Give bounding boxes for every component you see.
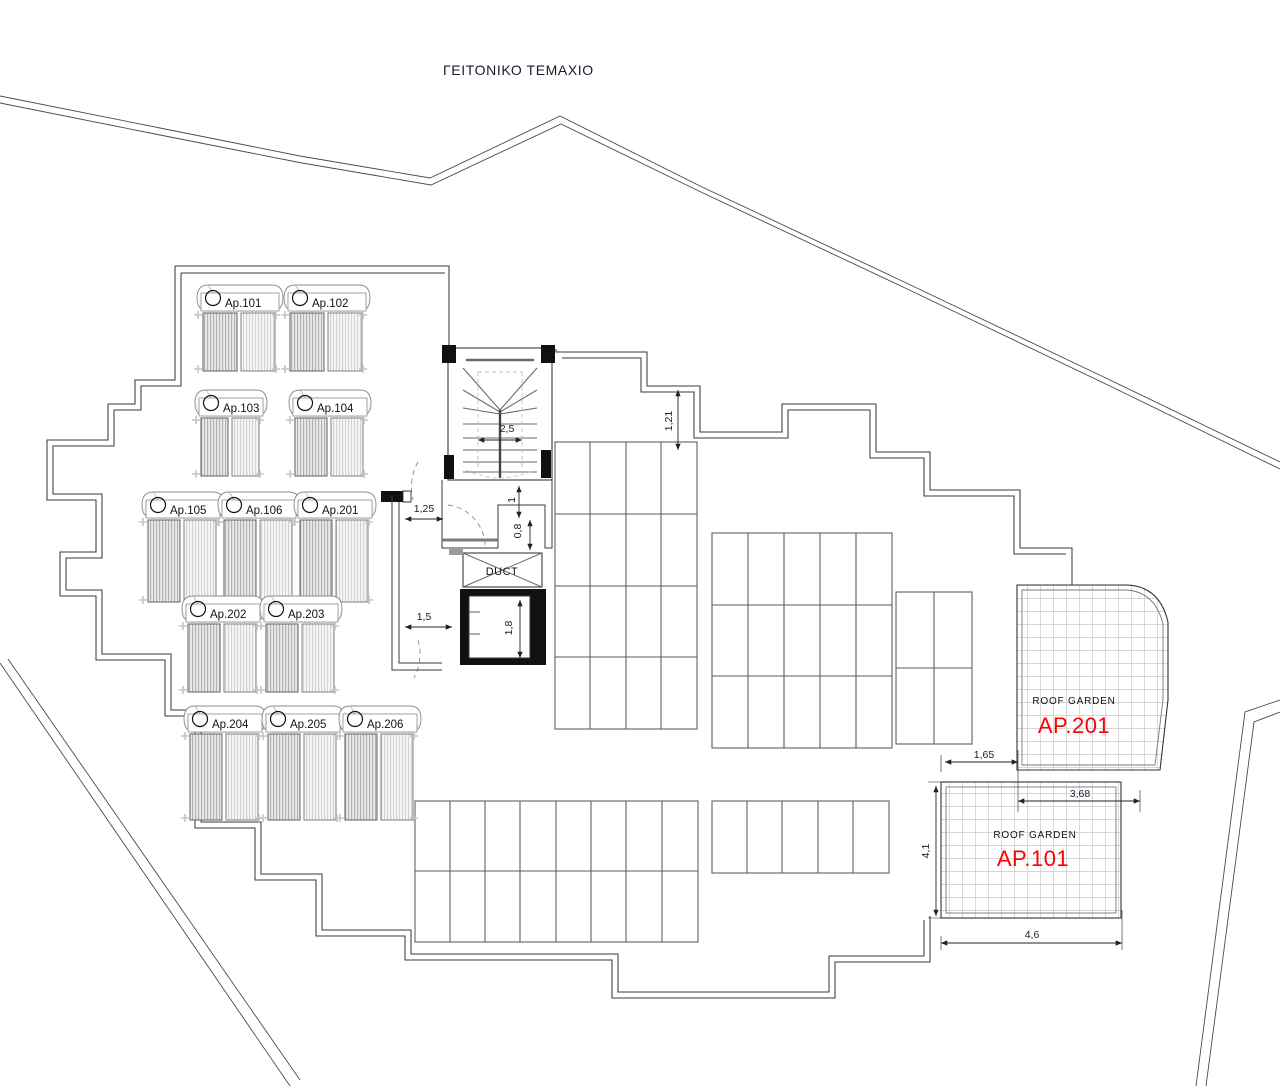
solar-heater-ap-203[interactable]: Ap.203 xyxy=(257,595,343,694)
solar-heater-label: Ap.201 xyxy=(322,505,358,517)
solar-heater-label: Ap.102 xyxy=(312,298,348,310)
dimension-value: 4,6 xyxy=(1025,929,1040,941)
dimension-value: 1,21 xyxy=(663,411,675,432)
solar-heater-label: Ap.105 xyxy=(170,505,206,517)
site-boundary-north xyxy=(0,95,1280,470)
roof-garden-unit: AP.201 xyxy=(1038,713,1110,738)
duct-label: DUCT xyxy=(486,566,519,578)
dimension-value: 3,68 xyxy=(1070,788,1091,800)
solar-heater-ap-204[interactable]: Ap.204 xyxy=(181,705,267,822)
solar-heater-label: Ap.203 xyxy=(288,609,324,621)
solar-heater-ap-104[interactable]: Ap.104 xyxy=(286,389,372,478)
roof-slab-grid-right-small xyxy=(895,591,973,745)
roof-garden-unit: AP.101 xyxy=(997,846,1069,871)
solar-heater-label: Ap.101 xyxy=(225,298,261,310)
dimension-value: 2,5 xyxy=(500,423,515,435)
solar-heater-label: Ap.106 xyxy=(246,505,282,517)
solar-heater-label: Ap.205 xyxy=(290,719,326,731)
roof-slab-grid-lower-right xyxy=(711,800,890,874)
dimension-value: 0,8 xyxy=(512,524,524,539)
roof-garden-title: ROOF GARDEN xyxy=(1032,696,1115,707)
building-outer-wall xyxy=(46,265,1073,999)
plan-title: ΓΕΙΤΟΝΙΚΟ ΤΕΜΑΧΙΟ xyxy=(443,62,594,78)
roof-slab-grid-upper-left xyxy=(554,441,698,730)
solar-heater-label: Ap.204 xyxy=(212,719,249,731)
solar-heater-ap-101[interactable]: Ap.101 xyxy=(194,284,284,373)
solar-heater-ap-106[interactable]: Ap.106 xyxy=(215,491,301,604)
solar-heater-ap-201[interactable]: Ap.201 xyxy=(291,491,377,604)
solar-heater-ap-103[interactable]: Ap.103 xyxy=(192,389,268,478)
solar-heater-ap-102[interactable]: Ap.102 xyxy=(281,284,371,373)
dimension-value: 1 xyxy=(506,497,518,503)
solar-heater-ap-206[interactable]: Ap.206 xyxy=(336,705,422,822)
solar-heater-label: Ap.104 xyxy=(317,403,354,415)
roof-slab-grid-upper-right xyxy=(711,532,893,749)
solar-heater-ap-202[interactable]: Ap.202 xyxy=(179,595,265,694)
roof-garden-ap101 xyxy=(940,781,1122,919)
solar-heater-label: Ap.202 xyxy=(210,609,246,621)
roof-garden-title: ROOF GARDEN xyxy=(993,830,1076,841)
site-boundary-southeast xyxy=(1195,699,1280,1086)
solar-heater-ap-205[interactable]: Ap.205 xyxy=(259,705,345,822)
solar-heater-label: Ap.103 xyxy=(223,403,259,415)
dimension-value: 1,25 xyxy=(414,503,435,515)
dimension-value: 4,1 xyxy=(920,844,932,859)
duct-shaft xyxy=(449,548,543,588)
solar-heater-label: Ap.206 xyxy=(367,719,403,731)
dimension-value: 1,8 xyxy=(503,621,515,636)
roof-slab-grid-lower-left xyxy=(414,800,699,943)
site-boundary-southwest xyxy=(0,658,301,1086)
dimension-value: 1,5 xyxy=(417,611,432,623)
dimension-value: 1,65 xyxy=(974,749,995,761)
roof-garden-ap201 xyxy=(1016,584,1169,771)
staircase-core xyxy=(442,345,555,481)
